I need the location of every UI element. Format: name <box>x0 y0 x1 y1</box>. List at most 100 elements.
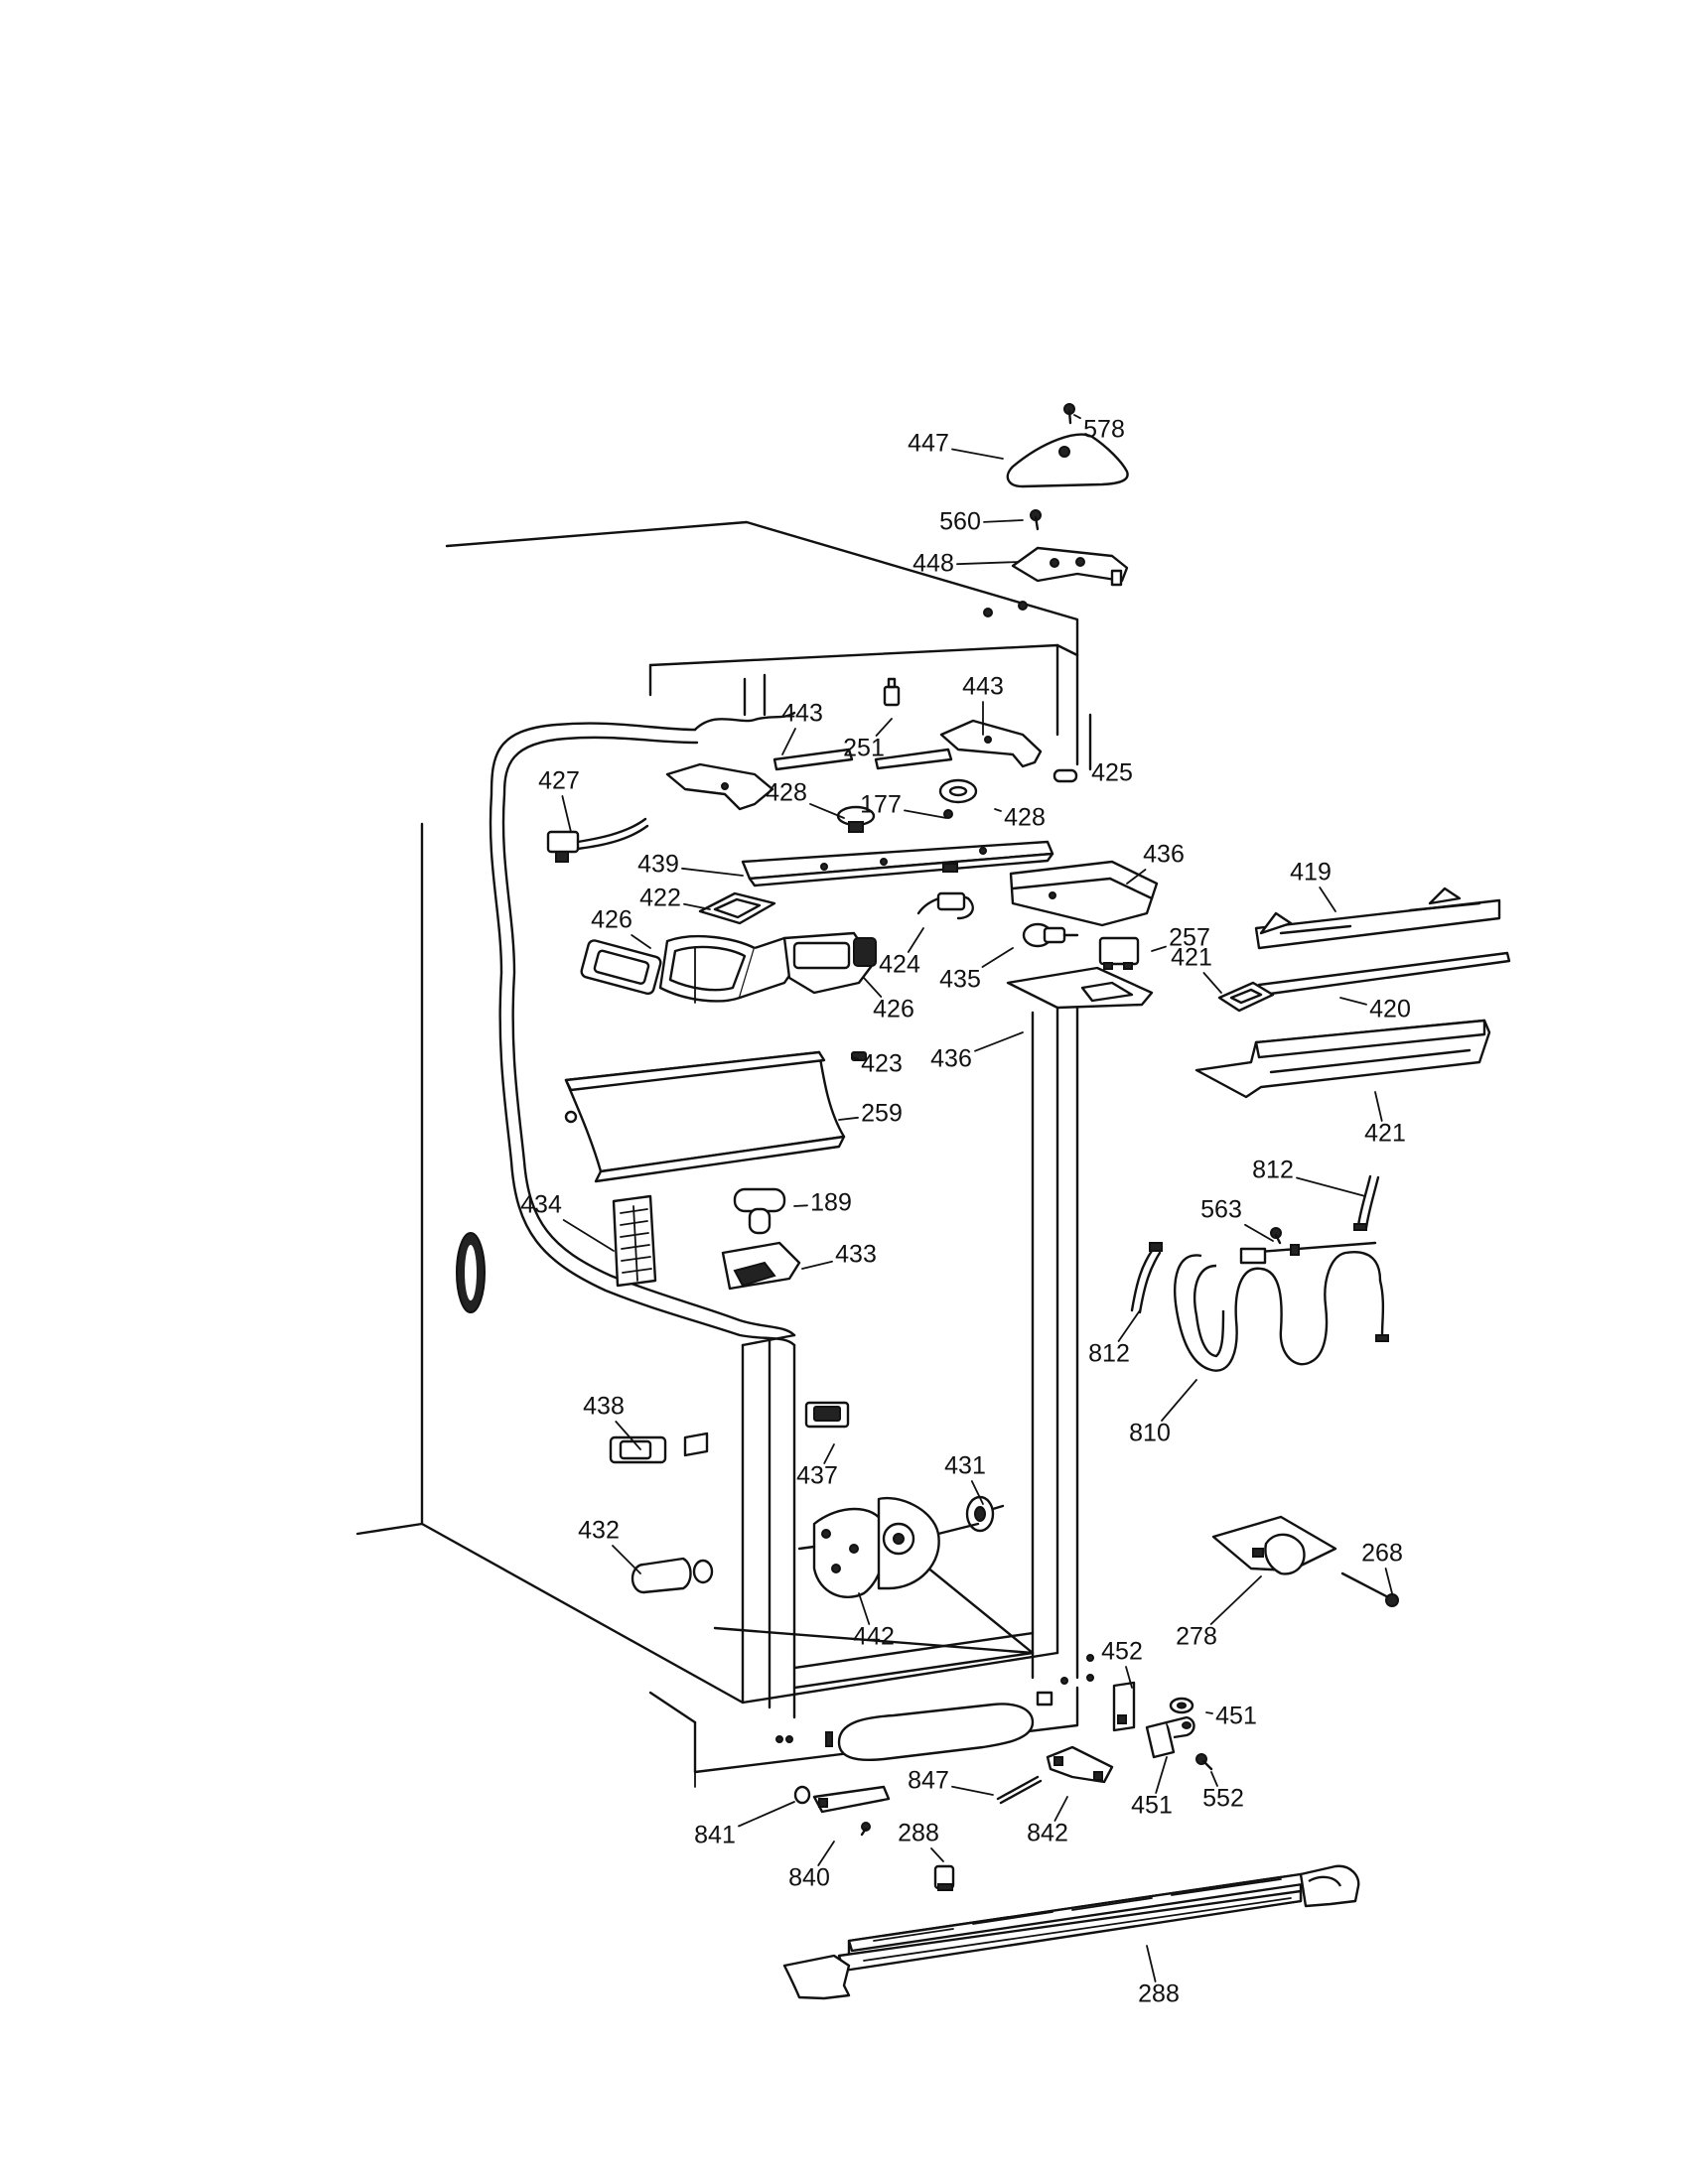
callout-425: 425 <box>1091 759 1133 787</box>
leader-426 <box>863 977 883 998</box>
part-425-pin <box>1052 768 1078 783</box>
part-563-screw <box>1270 1227 1282 1245</box>
callout-428: 428 <box>766 779 807 807</box>
leader-842 <box>1053 1796 1068 1822</box>
callout-189: 189 <box>810 1189 852 1217</box>
leader-434 <box>562 1219 615 1252</box>
leader-451 <box>1155 1756 1168 1794</box>
callout-424: 424 <box>879 951 920 979</box>
part-443-right <box>874 719 1043 770</box>
callout-448: 448 <box>912 550 954 578</box>
callout-437: 437 <box>796 1462 838 1490</box>
callout-438: 438 <box>583 1393 625 1421</box>
part-812-wire-upper <box>1353 1174 1380 1231</box>
leader-428 <box>809 803 845 819</box>
leader-421 <box>1374 1091 1383 1122</box>
part-437-switch <box>804 1401 850 1429</box>
callout-288: 288 <box>898 1820 939 1847</box>
callout-443: 443 <box>962 673 1004 701</box>
part-840-bracket <box>812 1785 891 1837</box>
callout-452: 452 <box>1101 1638 1143 1666</box>
leader-288 <box>930 1847 944 1862</box>
callout-841: 841 <box>694 1822 736 1849</box>
part-435-fan-motor <box>1022 922 1079 948</box>
part-421-clip <box>1217 981 1275 1013</box>
part-451-washer <box>1169 1697 1194 1714</box>
part-448-hinge <box>1011 546 1129 587</box>
part-451-bracket <box>1145 1715 1195 1759</box>
callout-434: 434 <box>520 1191 562 1219</box>
callout-810: 810 <box>1129 1420 1171 1447</box>
leader-189 <box>793 1204 808 1207</box>
callout-278: 278 <box>1176 1623 1217 1651</box>
callout-840: 840 <box>788 1864 830 1892</box>
leader-422 <box>683 902 711 910</box>
leader-563 <box>1244 1223 1274 1242</box>
leader-278 <box>1209 1575 1262 1625</box>
callout-847: 847 <box>908 1767 949 1795</box>
callout-439: 439 <box>637 851 679 879</box>
leader-426 <box>631 934 651 949</box>
leader-812 <box>1296 1176 1366 1197</box>
callout-251: 251 <box>843 735 885 762</box>
callout-443: 443 <box>781 700 823 728</box>
part-442-fan-housing <box>797 1496 980 1598</box>
callout-288: 288 <box>1138 1980 1180 2008</box>
leader-452 <box>1125 1666 1133 1689</box>
callout-426: 426 <box>873 996 914 1024</box>
leader-421 <box>1202 972 1222 994</box>
part-438-light-socket <box>609 1432 709 1464</box>
callout-442: 442 <box>853 1623 895 1651</box>
leader-423 <box>851 1056 859 1060</box>
leader-451 <box>1205 1711 1213 1714</box>
callout-421: 421 <box>1364 1120 1406 1148</box>
part-426-evaporator-fan-housing <box>782 931 877 995</box>
part-257-relay <box>1098 936 1140 970</box>
part-578-screw <box>1063 403 1075 425</box>
callout-leaders <box>561 414 1393 1982</box>
leader-268 <box>1384 1568 1393 1594</box>
callout-436: 436 <box>1143 841 1185 869</box>
leader-447 <box>951 448 1004 460</box>
part-443-left <box>665 748 854 811</box>
leader-442 <box>858 1592 871 1625</box>
part-434-grille <box>612 1194 657 1288</box>
leader-560 <box>983 519 1024 523</box>
leader-437 <box>823 1443 835 1464</box>
callout-447: 447 <box>908 430 949 458</box>
part-428-knob-left <box>836 805 876 833</box>
part-251-clip <box>883 677 901 707</box>
part-433-bracket <box>721 1241 801 1291</box>
leader-439 <box>681 867 744 877</box>
callout-842: 842 <box>1027 1820 1068 1847</box>
part-447-hinge-cover <box>1006 433 1129 488</box>
leader-419 <box>1319 887 1336 912</box>
callout-423: 423 <box>861 1050 903 1078</box>
leader-432 <box>612 1545 641 1574</box>
part-439-control-plate <box>741 840 1054 887</box>
leader-420 <box>1339 997 1367 1006</box>
callout-422: 422 <box>639 885 681 912</box>
callout-812: 812 <box>1252 1157 1294 1184</box>
part-810-defrost-heater <box>1174 1241 1389 1372</box>
part-259-evaporator-cover <box>564 947 846 1183</box>
part-842-lever <box>1046 1745 1114 1784</box>
callout-560: 560 <box>939 508 981 536</box>
part-288-clip <box>933 1864 955 1891</box>
part-426-gasket <box>580 939 662 996</box>
part-428-knob-right <box>938 778 978 804</box>
part-812-wire-lower <box>1130 1242 1163 1314</box>
part-560-screw <box>1030 509 1042 531</box>
leader-847 <box>951 1785 994 1796</box>
part-421-tray <box>1194 1019 1491 1099</box>
part-278-hinge-bracket <box>1211 1515 1337 1575</box>
callout-563: 563 <box>1200 1196 1242 1224</box>
leader-812 <box>1117 1309 1141 1342</box>
leader-443 <box>781 728 796 755</box>
leader-427 <box>561 795 572 833</box>
part-432-light-bulb <box>631 1557 714 1594</box>
callout-428: 428 <box>1004 804 1046 832</box>
leader-438 <box>615 1421 641 1450</box>
